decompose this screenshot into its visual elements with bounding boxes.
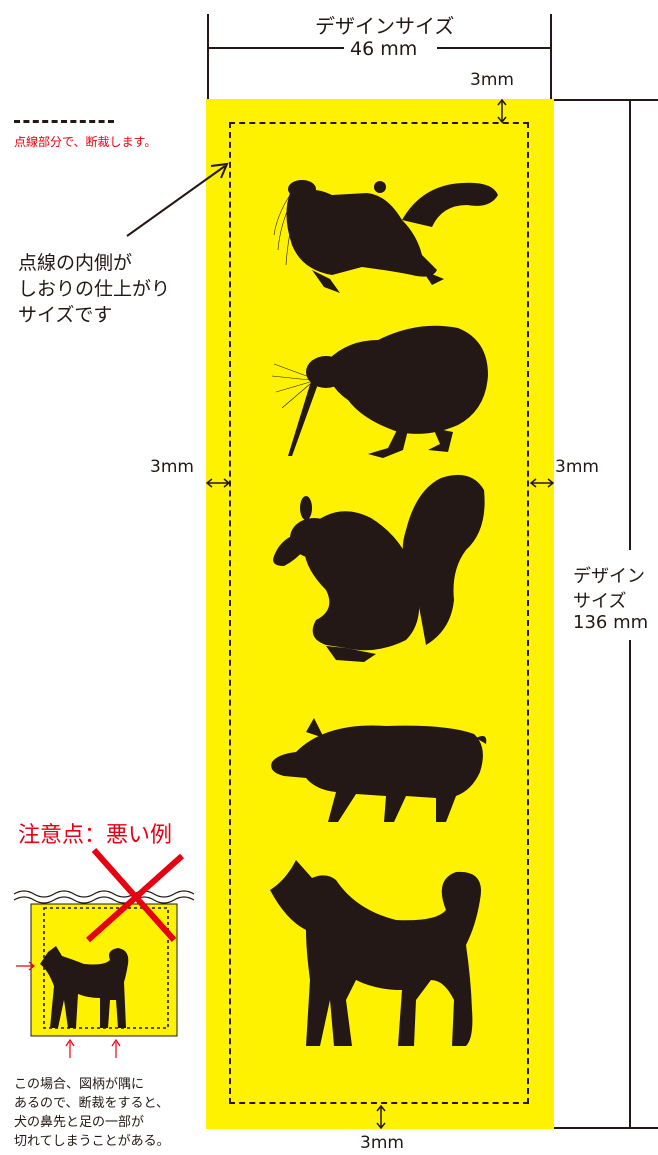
bleed-top-arrow	[497, 98, 507, 124]
warning-line1: この場合、図柄が隅に	[14, 1077, 145, 1092]
height-dim-line-bottom	[629, 640, 631, 1128]
cut-line	[229, 122, 529, 1104]
pointer-arrow	[126, 162, 229, 237]
width-dim-right-tick	[550, 14, 552, 100]
kiwi-silhouette	[271, 325, 488, 458]
height-dim-bottom-tick	[554, 1127, 658, 1129]
dashed-line-sample	[14, 120, 114, 123]
bad-example	[13, 848, 195, 1058]
bleed-left-arrow	[205, 478, 231, 488]
bleed-bottom-label: 3mm	[360, 1133, 404, 1153]
pig-silhouette	[271, 718, 487, 822]
bleed-top-label: 3mm	[470, 70, 514, 90]
width-dim-line-right	[437, 47, 550, 49]
height-dim-line-top	[629, 100, 631, 550]
height-dim-top-tick	[554, 99, 658, 101]
width-dim-label: デザインサイズ	[315, 14, 455, 38]
dog-silhouette	[270, 860, 481, 1046]
inner-note-line3: サイズです	[18, 304, 113, 326]
bleed-left-label: 3mm	[150, 457, 194, 477]
height-dim-line2: サイズ	[573, 591, 627, 612]
warning-line2: あるので、断裁をすると、	[14, 1096, 169, 1111]
height-dim-line3: 136 mm	[573, 612, 649, 633]
width-dim-line-left	[209, 47, 344, 49]
bleed-right-arrow	[529, 478, 555, 488]
cut-line-legend: 点線部分で、断裁します。	[14, 135, 157, 149]
inner-note-line2: しおりの仕上がり	[18, 278, 171, 300]
flying-squirrel-silhouette	[273, 180, 498, 293]
bleed-bottom-arrow	[376, 1104, 386, 1130]
height-dim-line1: デザイン	[573, 566, 645, 587]
warning-title: 注意点：悪い例	[18, 823, 173, 848]
squirrel-silhouette	[273, 474, 485, 662]
bleed-right-label: 3mm	[555, 457, 599, 477]
warning-line4: 切れてしまうことがある。	[14, 1134, 170, 1149]
warning-line3: 犬の鼻先と足の一部が	[14, 1115, 145, 1130]
width-dim-value: 46 mm	[350, 38, 418, 60]
inner-note-line1: 点線の内側が	[18, 252, 133, 274]
width-dim-left-tick	[207, 14, 209, 100]
